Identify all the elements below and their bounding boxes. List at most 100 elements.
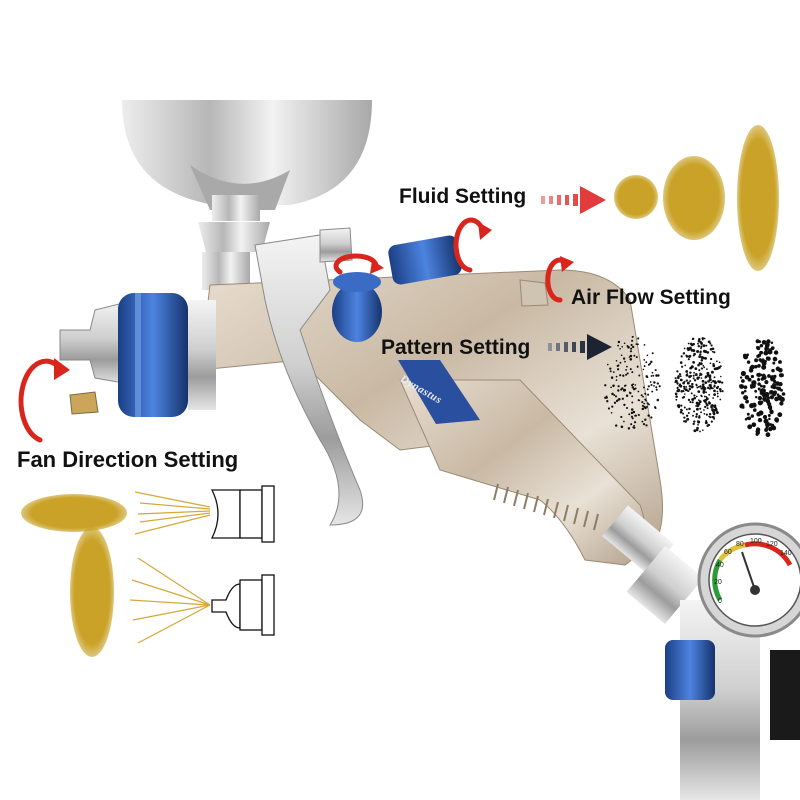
spray-dot	[689, 374, 693, 378]
spray-dot	[746, 416, 749, 420]
gauge-tick: 100	[750, 538, 762, 545]
spray-dot	[767, 374, 771, 378]
spray-dot	[701, 386, 705, 390]
fluid-spray-medium	[663, 156, 725, 240]
spray-dot	[699, 430, 701, 433]
spray-dot	[655, 388, 658, 391]
spray-dot	[621, 345, 624, 348]
spray-dot	[623, 403, 626, 407]
spray-dot	[706, 407, 709, 410]
spray-dot	[682, 412, 685, 415]
fan-horizontal-rays	[134, 491, 211, 535]
spray-dot	[653, 381, 656, 384]
spray-dot	[693, 379, 697, 382]
spray-dot	[687, 398, 691, 402]
fan-direction-diagram	[21, 485, 275, 657]
spray-dot	[644, 392, 647, 395]
spray-dot	[683, 420, 686, 423]
spray-dot	[625, 368, 628, 371]
spray-dot	[743, 389, 747, 393]
spray-dot	[685, 370, 689, 373]
spray-dot	[695, 384, 698, 387]
spray-dot	[656, 398, 660, 402]
spray-dot	[774, 418, 779, 423]
spray-dot	[646, 354, 649, 357]
spray-dot	[692, 349, 695, 352]
spray-dot	[766, 396, 770, 400]
spray-dot	[719, 365, 722, 368]
spray-dot	[758, 410, 764, 416]
spray-dot	[747, 424, 753, 430]
spray-dot	[765, 432, 771, 438]
spray-dot	[703, 387, 707, 390]
spray-dot	[758, 417, 761, 421]
spray-dot	[680, 361, 683, 364]
spray-dot	[610, 376, 614, 379]
spray-dot	[679, 375, 682, 378]
spray-dot	[698, 414, 701, 418]
pattern-fine	[604, 335, 661, 430]
spray-dot	[650, 383, 653, 387]
spray-dot	[692, 374, 695, 377]
spray-dot	[625, 394, 629, 397]
spray-dot	[621, 397, 624, 400]
spray-dot	[721, 390, 724, 393]
spray-dot	[700, 345, 703, 348]
spray-dot	[713, 413, 716, 416]
spray-dot	[714, 381, 717, 385]
spray-dot	[718, 380, 722, 384]
spray-dot	[704, 381, 708, 384]
spray-dot	[757, 340, 762, 344]
spray-dot	[629, 358, 633, 361]
spray-dot	[628, 413, 631, 416]
spray-dot	[741, 379, 745, 383]
spray-dot	[764, 428, 769, 432]
spray-dot	[616, 368, 620, 371]
spray-dot	[770, 341, 774, 345]
spray-dot	[776, 386, 782, 391]
spray-dot	[692, 422, 695, 426]
spray-dot	[780, 398, 785, 402]
spray-dot	[706, 386, 710, 390]
gauge-tick: 60	[724, 549, 732, 556]
spray-dot	[699, 385, 702, 388]
spray-dot	[675, 398, 678, 401]
spray-dot	[706, 351, 710, 354]
spray-dot	[647, 393, 650, 396]
spray-dot	[685, 355, 689, 358]
spray-dot	[767, 356, 771, 360]
spray-dot	[651, 352, 654, 355]
spray-dot	[696, 386, 699, 389]
spray-dot	[645, 399, 647, 402]
spray-dot	[688, 407, 691, 411]
spray-dot	[636, 343, 639, 346]
spray-dot	[655, 386, 658, 389]
spray-dot	[692, 337, 695, 340]
spray-dot	[757, 364, 761, 368]
spray-dot	[703, 395, 706, 398]
spray-dot	[719, 390, 722, 393]
spray-dot	[768, 417, 771, 421]
spray-dot	[740, 370, 746, 377]
spray-dot	[696, 420, 699, 423]
spray-dot	[649, 381, 652, 383]
spray-dot	[630, 408, 634, 411]
spray-dot	[720, 375, 722, 378]
spray-dot	[762, 414, 768, 420]
spray-dot	[617, 385, 620, 388]
spray-dot	[759, 343, 764, 348]
spray-dot	[765, 352, 769, 355]
spray-dot	[751, 422, 757, 428]
spray-dot	[688, 387, 692, 391]
spray-dot	[650, 360, 653, 364]
air-cap-outline-horizontal	[210, 485, 275, 543]
pattern-samples	[604, 335, 786, 438]
pattern-setting-label: Pattern Setting	[381, 336, 531, 359]
spray-dot	[693, 410, 696, 413]
spray-dot	[676, 381, 679, 384]
spray-dot	[707, 380, 710, 383]
spray-dot	[641, 407, 645, 411]
spray-dot	[746, 360, 751, 364]
spray-dot	[693, 371, 695, 374]
spray-dot	[623, 420, 625, 423]
